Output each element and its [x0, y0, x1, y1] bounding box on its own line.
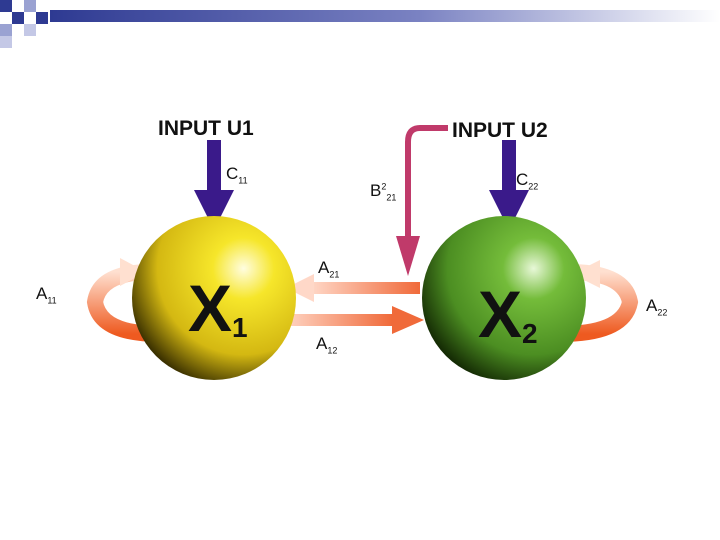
coef-a21: A21 — [318, 258, 340, 280]
input-arrow-u2 — [489, 140, 529, 230]
input-arrow-b21 — [396, 125, 448, 276]
node-x2 — [422, 216, 586, 380]
node-x1-label: X1 — [188, 271, 248, 345]
node-x1 — [132, 216, 296, 380]
coef-a12: A12 — [316, 334, 338, 356]
self-loop-a22-arrow — [559, 260, 639, 342]
header-decoration — [0, 0, 720, 48]
node-x2-label: X2 — [478, 277, 538, 351]
coef-c22: C22 — [516, 170, 539, 192]
coef-a11: A11 — [36, 284, 57, 306]
coef-b21: B221 — [370, 181, 397, 203]
arrow-a12 — [282, 306, 424, 334]
arrow-a21 — [286, 274, 420, 302]
self-loop-a11-arrow — [86, 258, 161, 342]
input-u1-label: INPUT U1 — [158, 117, 254, 140]
coef-a22: A22 — [646, 296, 668, 318]
coef-c11: C11 — [226, 164, 248, 186]
input-u2-label: INPUT U2 — [452, 119, 548, 142]
input-arrow-u1 — [194, 140, 234, 230]
